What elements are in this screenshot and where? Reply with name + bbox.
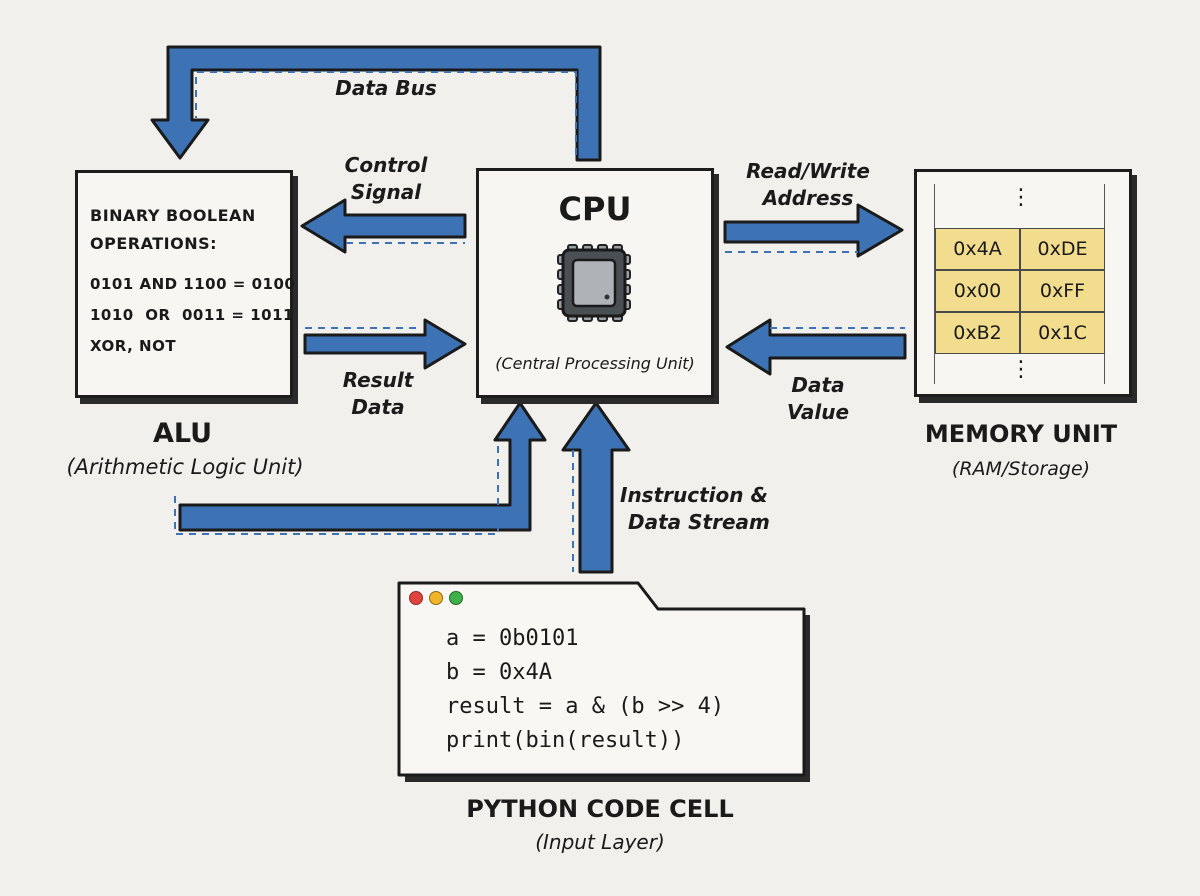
code-cell-title: PYTHON CODE CELL [466,795,734,823]
alu-heading-line-2: OPERATIONS: [90,234,217,253]
alu-heading-line-1: BINARY BOOLEAN [90,206,256,225]
alu-title: ALU [152,418,213,449]
code-line: result = a & (b >> 4) [446,694,725,719]
control-signal-label-line-2: Signal [350,180,422,204]
code-line: b = 0x4A [446,660,552,685]
alu-operation-and: 0101 AND 1100 = 0100 [90,275,296,293]
control-signal-label-line-1: Control [344,153,428,177]
window-maximize-dot [449,591,463,605]
alu-feedback-arrow [178,401,547,532]
code-line: a = 0b0101 [446,626,579,651]
memory-cell: 0x1C [1020,312,1105,354]
result-data-label-line-2: Data [351,395,405,419]
read-write-address-label-line-1: Read/Write [746,159,870,183]
result-data-arrow [303,318,467,370]
code-block: a = 0b0101 b = 0x4A result = a & (b >> 4… [446,622,724,758]
alu-subtitle: (Arithmetic Logic Unit) [66,455,304,479]
memory-cell: 0x4A [935,228,1020,270]
memory-ellipsis-top: ⋮ [1010,185,1032,210]
data-value-arrow [725,318,907,376]
cpu-title: CPU [558,190,632,228]
cpu-subtitle: (Central Processing Unit) [495,354,695,373]
control-signal-arrow [300,198,467,254]
code-cell-frame [397,581,810,782]
alu-feedback-dashes [174,440,499,535]
read-write-address-label-line-2: Address [762,186,854,210]
code-line: print(bin(result)) [446,728,685,753]
memory-rail-left [934,184,935,384]
memory-cell: 0x00 [935,270,1020,312]
memory-title: MEMORY UNIT [924,420,1118,448]
data-bus-dashes [195,71,577,155]
window-minimize-dot [429,591,443,605]
data-bus-label: Data Bus [335,76,437,100]
code-cell-subtitle: (Input Layer) [535,830,665,854]
memory-cell: 0xDE [1020,228,1105,270]
alu-operation-or: 1010 OR 0011 = 1011 [90,306,294,324]
read-write-address-arrow [723,203,904,258]
data-bus-arrow [150,45,602,162]
instruction-stream-arrow [561,401,631,574]
instruction-stream-label-line-1: Instruction & [620,483,768,507]
memory-cell: 0xB2 [935,312,1020,354]
instruction-stream-label-line-2: Data Stream [628,510,770,534]
data-value-label-line-2: Value [786,400,850,424]
data-value-label-line-1: Data [791,373,845,397]
alu-box [75,170,293,398]
memory-cell-grid: 0x4A 0xDE 0x00 0xFF 0xB2 0x1C [935,228,1105,354]
result-data-label-line-1: Result [342,368,414,392]
memory-ellipsis-bottom: ⋮ [1010,357,1032,382]
memory-subtitle: (RAM/Storage) [951,458,1091,480]
alu-operation-xor-not: XOR, NOT [90,337,177,355]
cpu-chip-icon [557,244,631,322]
window-close-dot [409,591,423,605]
cpu-box [476,168,714,398]
memory-cell: 0xFF [1020,270,1105,312]
